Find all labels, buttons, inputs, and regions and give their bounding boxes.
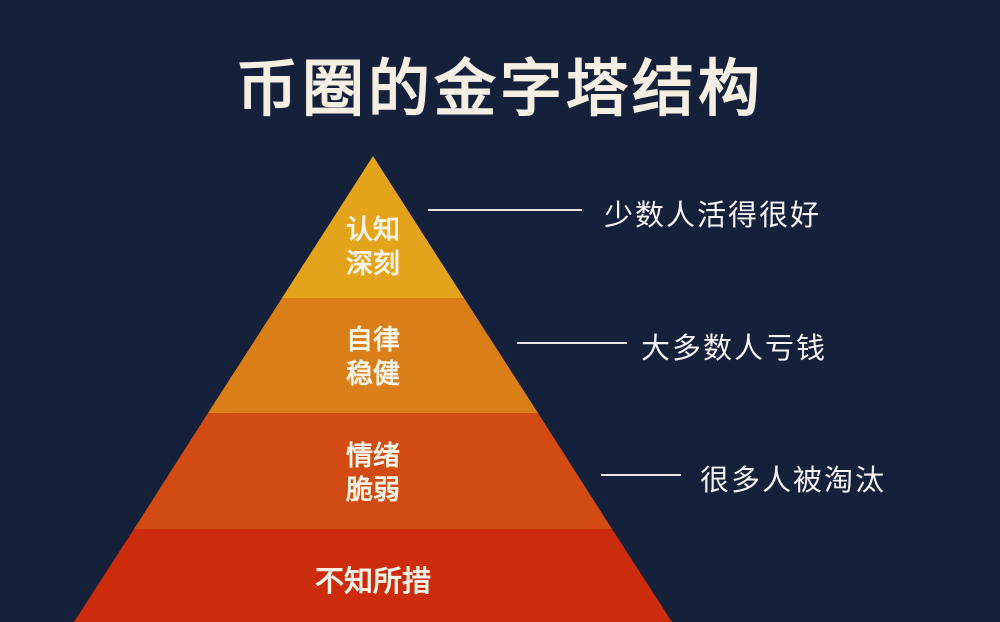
connector-line-2: [517, 342, 627, 344]
pyramid-tier-1: [282, 156, 464, 298]
note-3: 很多人被淘汰: [700, 463, 887, 497]
tier-4-label: 不知所措: [314, 564, 431, 598]
note-1: 少数人活得很好: [604, 198, 822, 232]
connector-line-1: [428, 209, 582, 211]
tier-1-label: 认知 深刻: [313, 214, 433, 282]
connector-line-3: [601, 474, 681, 476]
tier-3-label: 情绪 脆弱: [313, 440, 433, 508]
note-2: 大多数人亏钱: [641, 331, 828, 365]
pyramid-tier-4: [74, 529, 672, 622]
page-title: 币圈的金字塔结构: [235, 52, 764, 125]
tier-1-line-2: 深刻: [346, 249, 400, 280]
tier-1-line-1: 认知: [346, 215, 400, 246]
tier-2-label: 自律 稳健: [313, 324, 433, 392]
pyramid-tier-3: [134, 413, 612, 529]
tier-3-line-2: 脆弱: [346, 475, 400, 506]
tier-2-line-1: 自律: [346, 325, 400, 356]
pyramid-tier-2: [208, 298, 538, 413]
tier-2-line-2: 稳健: [346, 359, 400, 390]
tier-3-line-1: 情绪: [346, 441, 400, 472]
